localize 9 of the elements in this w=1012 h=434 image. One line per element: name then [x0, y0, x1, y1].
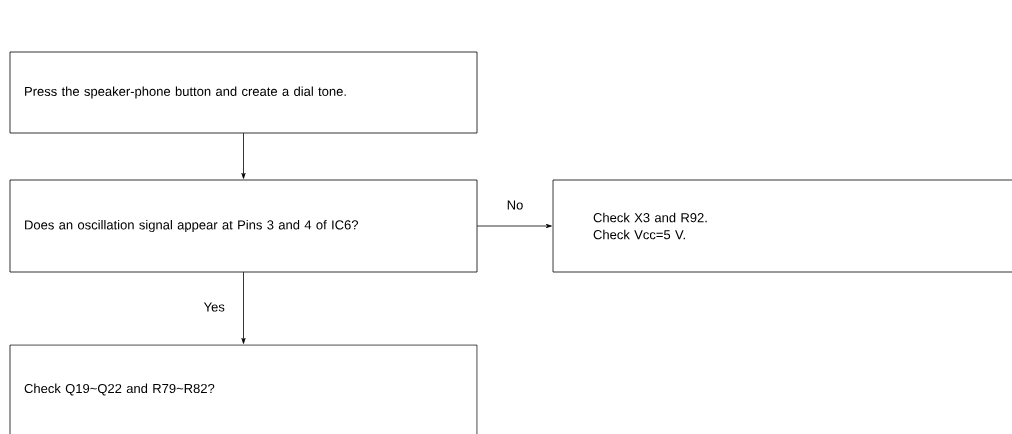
- arrow: [476, 223, 552, 229]
- edge-label: Yes: [202, 301, 226, 313]
- edge-label: No: [505, 199, 525, 211]
- process-box: Press the speaker-phone button and create a dial tone.: [9, 51, 478, 134]
- process-box: Does an oscillation signal appear at Pins 3 and 4 of IC6?: [9, 179, 478, 273]
- process-box: Check X3 and R92. Check Vcc=5 V.: [552, 179, 1012, 273]
- arrow: [241, 271, 246, 344]
- process-box: Check Q19~Q22 and R79~R82?: [9, 344, 478, 434]
- arrow: [241, 132, 246, 179]
